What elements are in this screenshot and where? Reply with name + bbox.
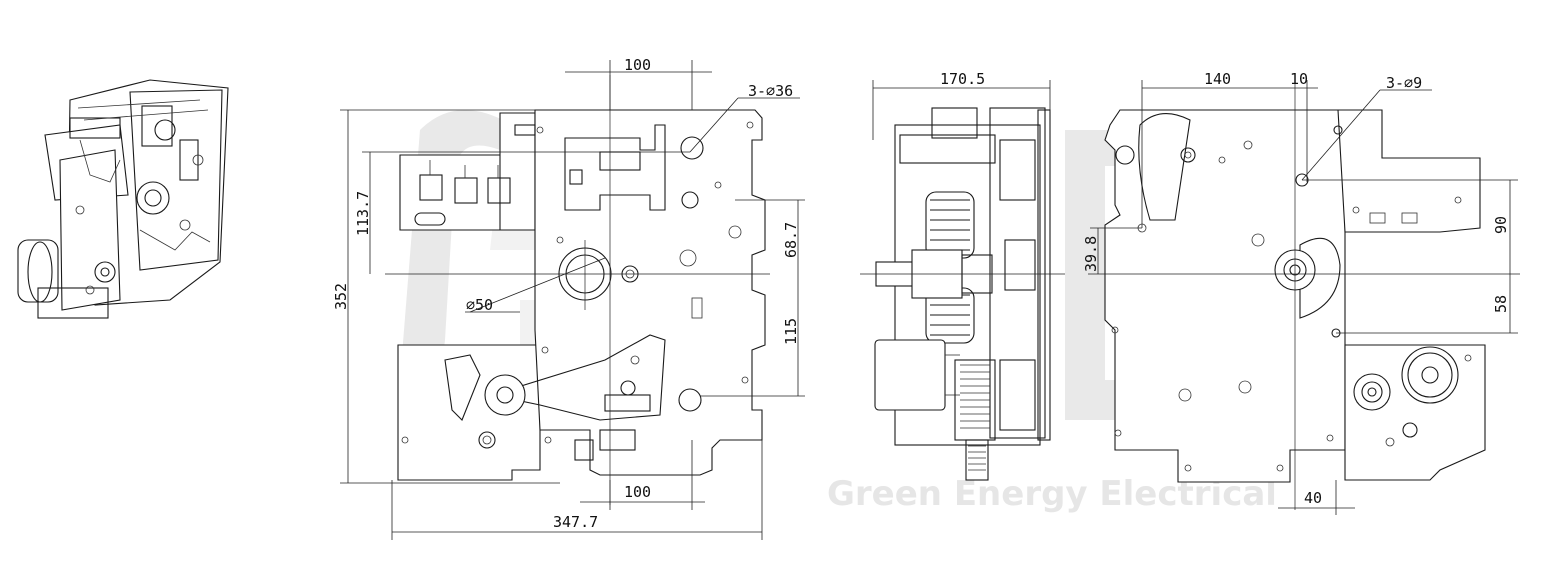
dim-front-top: 100 bbox=[624, 56, 651, 74]
dim-front-overall-height: 352 bbox=[332, 283, 350, 310]
dim-rear-offset: 10 bbox=[1290, 70, 1308, 88]
dim-side-width: 170.5 bbox=[940, 70, 985, 88]
side-view bbox=[860, 107, 1065, 481]
isometric-view bbox=[17, 79, 229, 319]
dim-front-right-lower: 115 bbox=[782, 318, 800, 345]
dim-front-bottom: 100 bbox=[624, 483, 651, 501]
rear-view bbox=[1088, 76, 1520, 510]
dim-rear-bottom: 40 bbox=[1304, 489, 1322, 507]
front-dimensions: 100 100 347.7 352 113.7 3-∅36 ∅50 68.7 bbox=[332, 56, 805, 540]
side-dimensions: 170.5 bbox=[872, 70, 1051, 140]
dim-rear-left-height: 39.8 bbox=[1082, 236, 1100, 272]
dim-rear-top: 140 bbox=[1204, 70, 1231, 88]
rear-dimensions: 140 10 3-∅9 39.8 90 58 40 bbox=[1082, 70, 1518, 515]
dim-front-right-upper: 68.7 bbox=[782, 222, 800, 258]
dim-rear-right-upper: 90 bbox=[1492, 216, 1510, 234]
dim-rear-right-lower: 58 bbox=[1492, 295, 1510, 313]
note-front-shaft: ∅50 bbox=[466, 296, 493, 314]
front-view bbox=[385, 75, 770, 505]
note-front-holes: 3-∅36 bbox=[748, 82, 793, 100]
note-rear-holes: 3-∅9 bbox=[1386, 74, 1422, 92]
dim-front-overall-width: 347.7 bbox=[553, 513, 598, 531]
dim-front-upper-height: 113.7 bbox=[354, 191, 372, 236]
